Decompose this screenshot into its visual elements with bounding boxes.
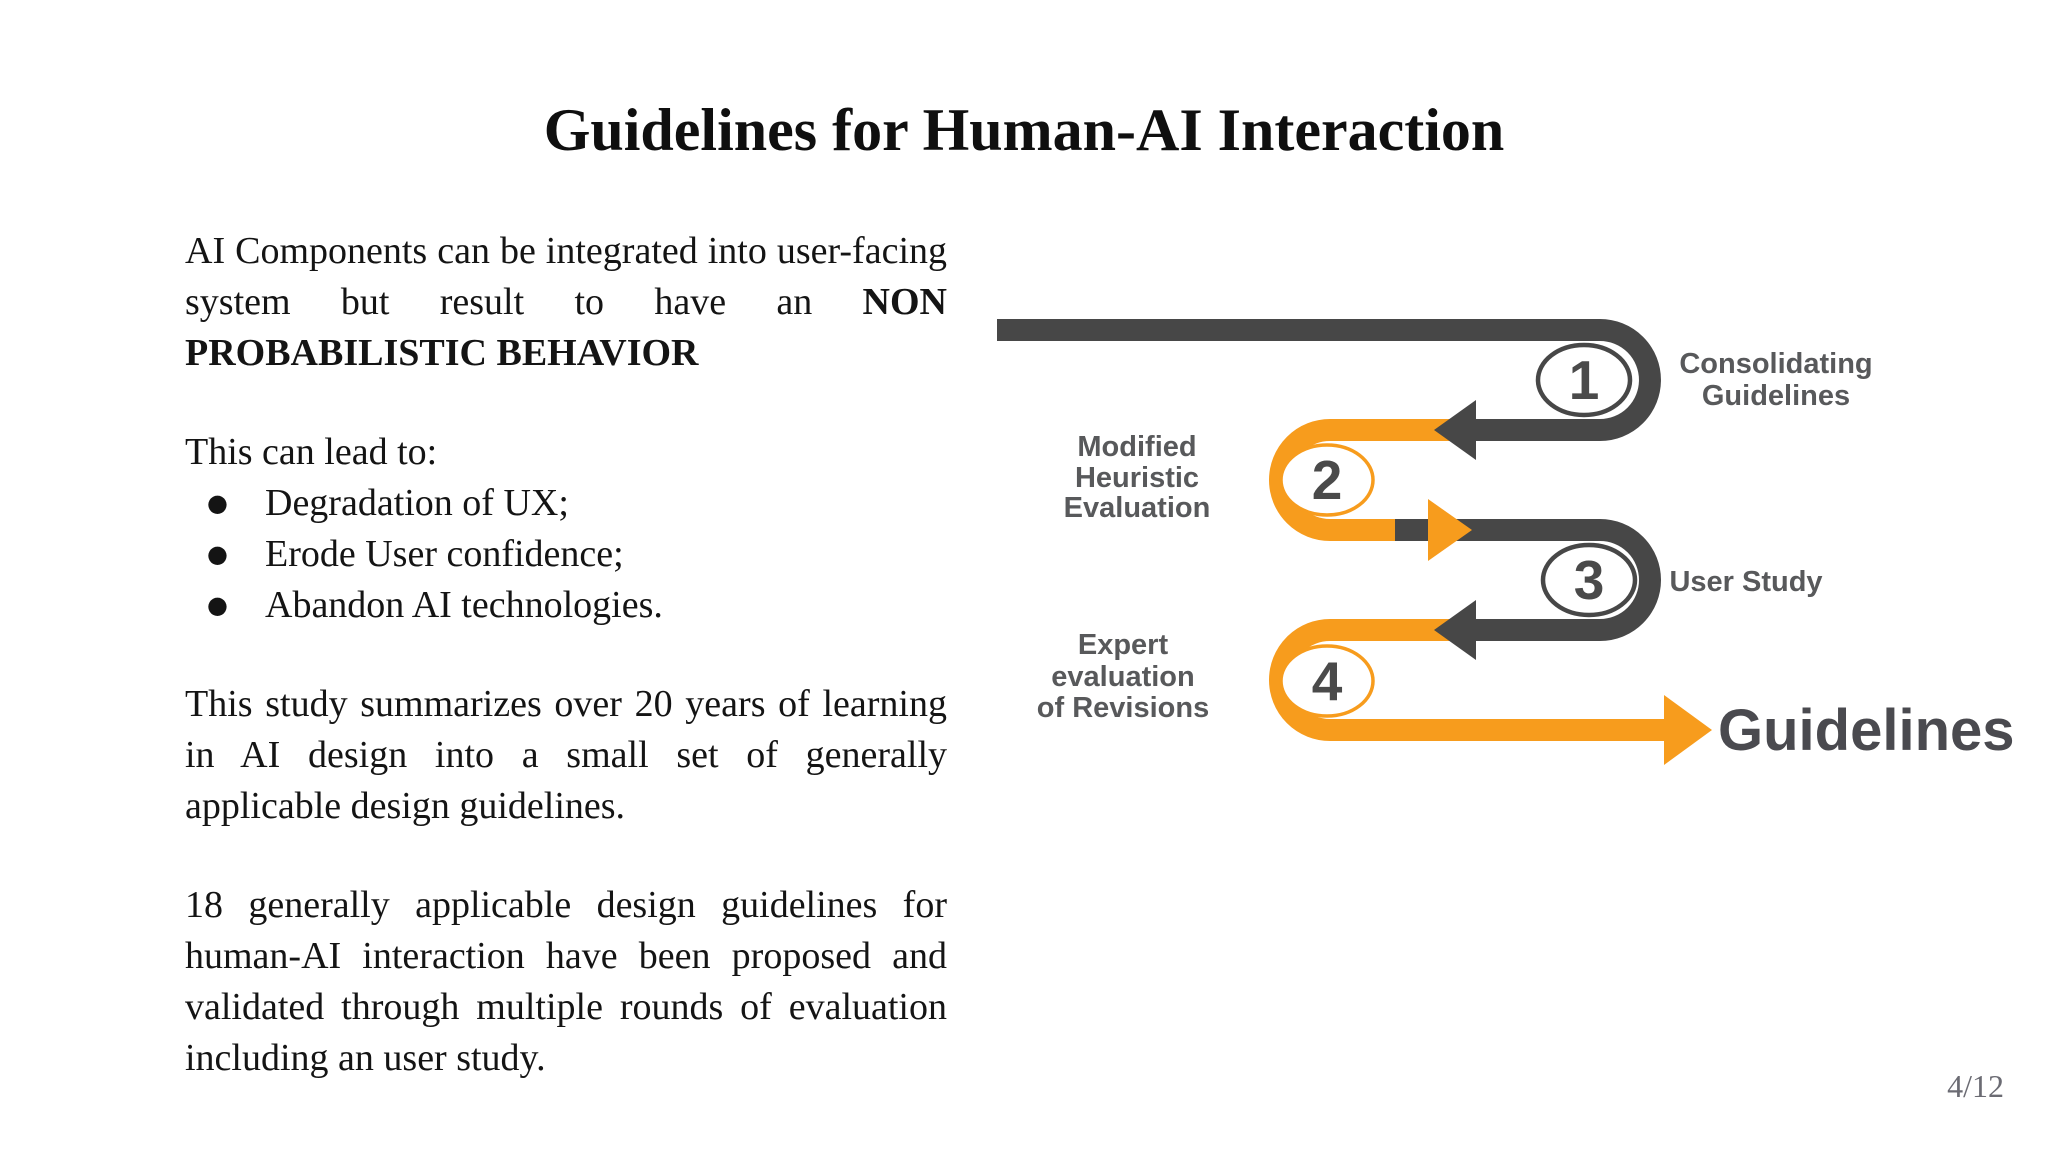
arrowhead-guidelines-icon [1664, 695, 1712, 765]
arrowhead-left-step1-icon [1434, 400, 1476, 460]
label-step4-line3: of Revisions [1037, 692, 1209, 724]
step-number-1: 1 [1569, 349, 1600, 411]
step-circle-2 [1279, 443, 1375, 517]
list-item-text: Degradation of UX; [265, 482, 569, 524]
bullet-icon: ● [207, 489, 228, 517]
list-item-text: Abandon AI technologies. [265, 584, 663, 626]
label-step1-line2: Guidelines [1702, 380, 1850, 412]
paragraph-guidelines-result: 18 generally applicable design guideline… [185, 884, 947, 1079]
flow-path-dark-step3 [1395, 519, 1661, 641]
label-step2-line3: Evaluation [1064, 492, 1211, 524]
step-number-2: 2 [1312, 449, 1343, 511]
non-probabilistic-emphasis: NON PROBABILISTIC BEHAVIOR [185, 281, 947, 374]
step-number-4: 4 [1312, 650, 1343, 712]
consequences-list: ● Degradation of UX; ● Erode User confid… [185, 478, 947, 631]
label-step2-line2: Heuristic [1075, 462, 1199, 494]
guidelines-result-label: Guidelines [1718, 698, 2015, 763]
paragraph-study-summary: This study summarizes over 20 years of l… [185, 683, 947, 827]
list-item: ● Abandon AI technologies. [185, 580, 947, 631]
list-item: ● Erode User confidence; [185, 529, 947, 580]
process-flow-diagram: 1 2 3 4 Consolidating Guidelines Modifie… [997, 319, 2015, 765]
bullet-icon: ● [207, 591, 228, 619]
step-circle-1 [1535, 342, 1633, 418]
paragraph-intro: AI Components can be integrated into use… [185, 226, 947, 379]
arrowhead-left-step3-icon [1434, 600, 1476, 660]
flow-path-dark-step1 [997, 319, 1661, 441]
bullet-icon: ● [207, 540, 228, 568]
label-step2-line1: Modified [1077, 431, 1196, 463]
paragraph-intro-text: AI Components can be integrated into use… [185, 230, 947, 323]
slide-title: Guidelines for Human-AI Interaction [543, 97, 1505, 163]
label-step4-line1: Expert [1078, 629, 1169, 661]
arrowhead-right-step2-icon [1428, 499, 1472, 561]
step-circle-4 [1279, 644, 1375, 718]
lead-in-line: This can lead to: [185, 431, 438, 473]
step-number-3: 3 [1574, 549, 1605, 611]
label-step1-line1: Consolidating [1679, 348, 1872, 380]
body-text-column: AI Components can be integrated into use… [185, 226, 947, 1132]
label-step3-line1: User Study [1669, 566, 1822, 598]
page-number: 4/12 [1947, 1068, 2004, 1104]
list-item-text: Erode User confidence; [265, 533, 624, 575]
label-step4-line2: evaluation [1051, 661, 1194, 693]
list-item: ● Degradation of UX; [185, 478, 947, 529]
step-circle-3 [1540, 542, 1638, 618]
